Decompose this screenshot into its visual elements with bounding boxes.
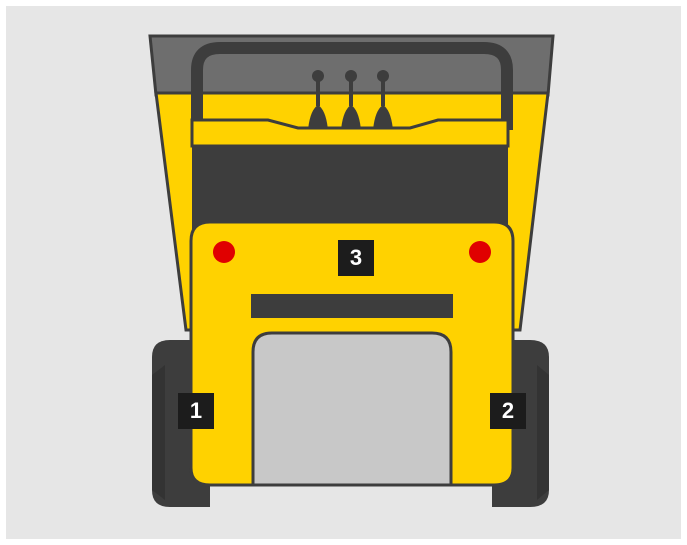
wheel-left-tread	[152, 365, 165, 500]
light-left	[213, 241, 235, 263]
label-2-marker: 2	[490, 393, 526, 429]
label-3-marker: 3	[338, 240, 374, 276]
label-1-marker: 1	[178, 393, 214, 429]
light-right	[469, 241, 491, 263]
grille-slot	[251, 294, 453, 318]
lower-panel	[253, 333, 451, 485]
wheel-right-tread	[537, 365, 549, 500]
